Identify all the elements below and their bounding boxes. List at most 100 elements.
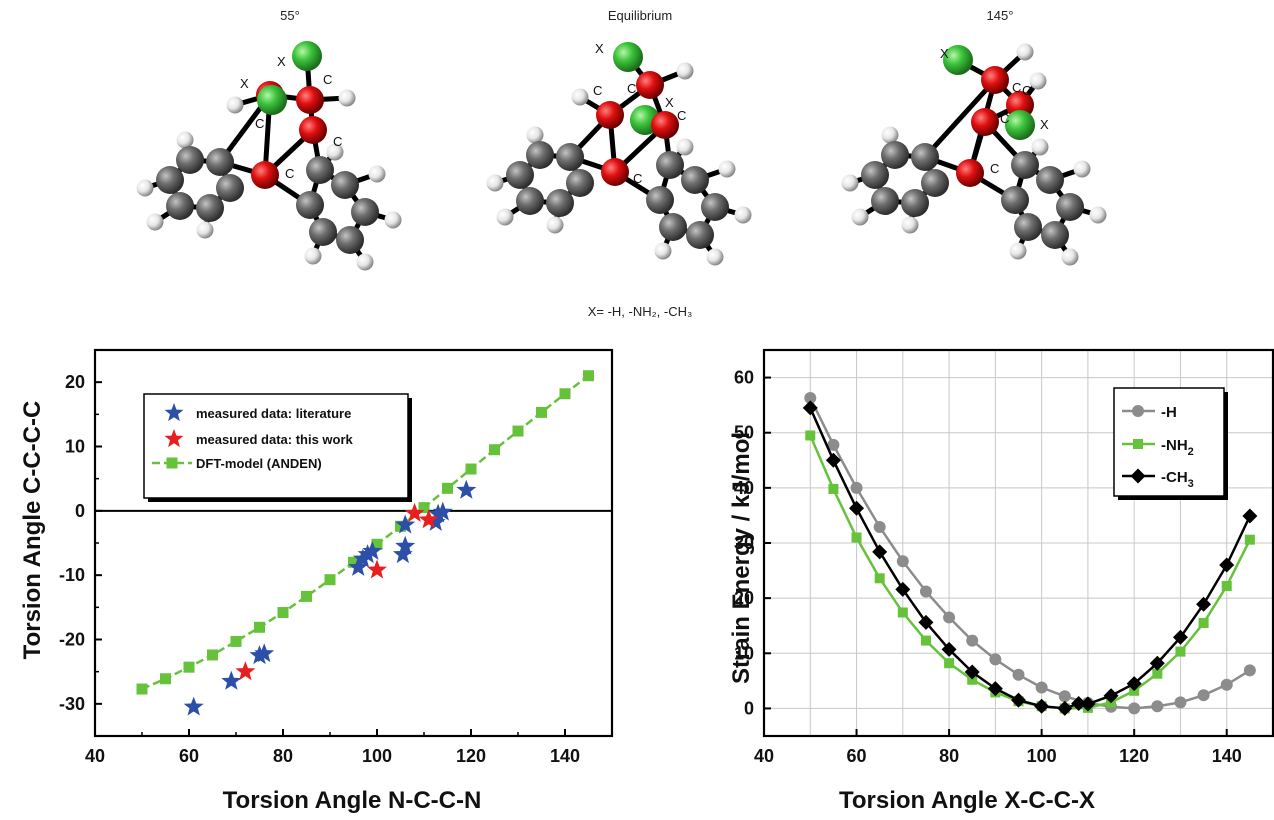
series-nh2-point <box>874 573 885 584</box>
carbon-ring-atom <box>1056 193 1084 221</box>
series-ch3-point <box>1071 695 1087 711</box>
legend-nh2-label: -NH2 <box>1161 437 1194 458</box>
series-nh2-point <box>828 483 839 494</box>
hydrogen-atom <box>1016 43 1034 61</box>
this-work-point <box>367 559 387 579</box>
left-y-tick-label: 0 <box>75 501 85 521</box>
substituent-atom <box>257 85 287 115</box>
hydrogen-atom <box>676 62 694 80</box>
molecule-atoms <box>136 41 1107 271</box>
hydrogen-atom <box>654 242 672 260</box>
carbon-ring-atom <box>1014 213 1042 241</box>
literature-point <box>221 670 242 690</box>
right-x-tick-label: 80 <box>939 746 959 766</box>
series-h-point <box>896 555 909 568</box>
carbon-ring-atom <box>921 169 949 197</box>
literature-point <box>362 540 383 560</box>
dft-model-point <box>136 683 148 695</box>
carbon-bridge-atom <box>601 158 629 186</box>
substituent-atom <box>943 45 973 75</box>
dft-model-point <box>489 444 500 456</box>
dft-model-point <box>183 661 195 673</box>
left-x-axis-title: Torsion Angle N-C-C-N <box>223 787 482 814</box>
dft-model-point <box>254 621 265 633</box>
series-ch3-point <box>1149 655 1165 671</box>
hydrogen-atom <box>881 126 899 144</box>
series-ch3-point <box>941 641 957 657</box>
dft-model-point <box>559 388 571 400</box>
literature-point <box>432 501 453 521</box>
atom-label-c: C <box>1000 111 1009 126</box>
series-h-point <box>1174 696 1187 709</box>
series-h-point <box>989 653 1002 666</box>
hydrogen-atom <box>526 126 544 144</box>
molecule-title-55: 55° <box>280 8 300 23</box>
right-x-tick-label: 40 <box>754 746 774 766</box>
series-h-point <box>804 391 817 404</box>
right-y-tick-label: 0 <box>744 698 754 718</box>
series-h-point <box>1243 664 1256 677</box>
dft-model-point <box>160 673 171 685</box>
series-ch3-point <box>1196 596 1212 612</box>
dft-model-point <box>230 635 242 647</box>
carbon-ring-atom <box>156 166 184 194</box>
legend-dft-label: DFT-model (ANDEN) <box>196 456 322 471</box>
right-x-tick-label: 140 <box>1212 746 1242 766</box>
hydrogen-atom <box>734 206 752 224</box>
right-x-tick-label: 120 <box>1119 746 1149 766</box>
series-nh2-point <box>1175 646 1186 657</box>
carbon-bridge-atom <box>296 86 324 114</box>
series-ch3-point <box>1126 676 1142 692</box>
carbon-ring-atom <box>546 189 574 217</box>
dft-model-point <box>465 463 477 475</box>
literature-point <box>357 544 378 564</box>
carbon-ring-atom <box>336 226 364 254</box>
series-ch3-point <box>918 614 934 630</box>
hydrogen-atom <box>496 208 514 226</box>
carbon-bridge-atom <box>636 71 664 99</box>
right-x-axis-title: Torsion Angle X-C-C-X <box>839 787 1095 814</box>
carbon-ring-atom <box>881 141 909 169</box>
dft-model-point <box>395 520 406 532</box>
carbon-bridge-atom <box>651 111 679 139</box>
carbon-ring-atom <box>526 141 554 169</box>
atom-label-x: X <box>240 76 249 91</box>
carbon-ring-atom <box>176 146 204 174</box>
atom-label-c: C <box>677 108 686 123</box>
left-x-tick-label: 60 <box>179 746 199 766</box>
left-y-tick-label: 10 <box>65 437 85 457</box>
series-ch3-point <box>1034 698 1050 714</box>
left-chart-legend: measured data: literature measured data:… <box>143 393 412 502</box>
dft-model-point <box>277 606 289 618</box>
series-nh2-point <box>920 635 931 646</box>
series-nh2-point <box>1221 581 1232 592</box>
carbon-ring-atom <box>196 194 224 222</box>
molecule-title-equilibrium: Equilibrium <box>608 8 672 23</box>
series-ch3-point <box>1172 629 1188 645</box>
right-x-tick-label: 100 <box>1027 746 1057 766</box>
dft-model-point <box>324 574 336 586</box>
hydrogen-atom <box>146 213 164 231</box>
dft-model-point <box>301 590 312 602</box>
atom-label-c: C <box>990 161 999 176</box>
left-chart-series <box>136 370 594 716</box>
atom-label-x: X <box>277 54 286 69</box>
right-y-tick-label: 20 <box>734 588 754 608</box>
carbon-ring-atom <box>901 189 929 217</box>
right-y-tick-label: 10 <box>734 643 754 663</box>
atom-label-c: C <box>593 83 602 98</box>
series-ch3-point <box>987 681 1003 697</box>
right-chart-legend: -H -NH2 -CH3 <box>1113 387 1228 500</box>
hydrogen-atom <box>356 253 374 271</box>
series-h-point <box>873 521 886 534</box>
legend-ch3-symbol <box>1130 468 1146 484</box>
literature-point <box>392 544 413 564</box>
legend-nh2-symbol <box>1133 439 1143 449</box>
series-ch3-point <box>849 500 865 516</box>
this-work-point <box>404 502 425 522</box>
hydrogen-atom <box>571 88 589 106</box>
series-nh2-point <box>1244 534 1255 545</box>
hydrogen-atom <box>1073 160 1091 178</box>
